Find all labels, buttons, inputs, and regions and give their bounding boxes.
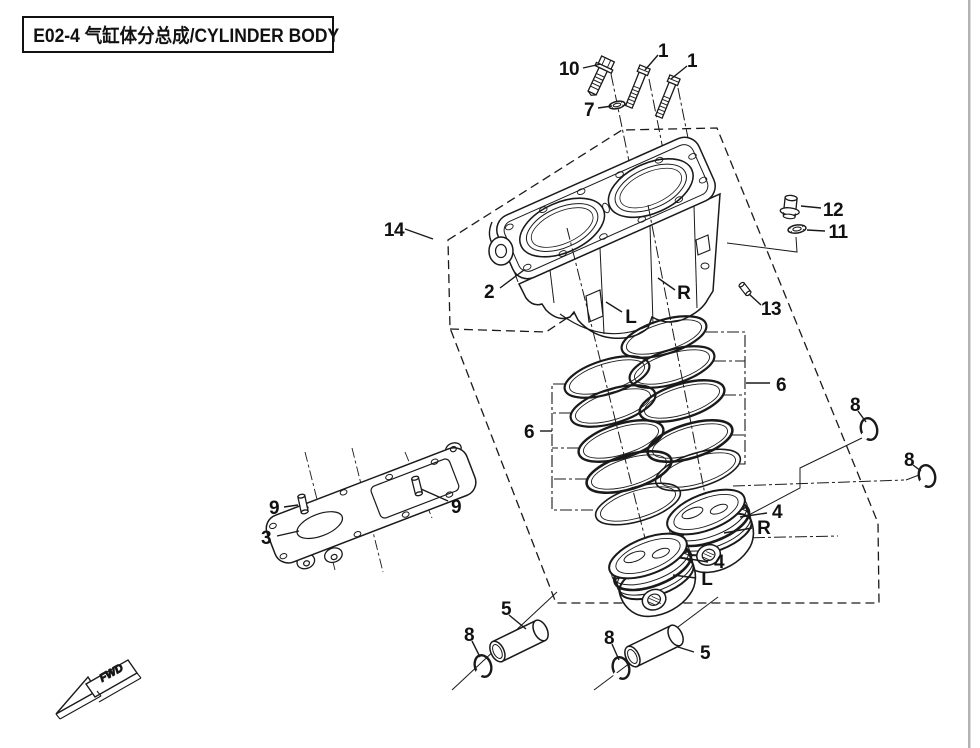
dowel-pin-right (410, 475, 424, 497)
callout-13: 13 (761, 299, 781, 320)
callout-3: 3 (261, 528, 271, 549)
window-edge (968, 0, 971, 748)
callout-9-left: 9 (269, 498, 279, 519)
callout-8-bottom-right: 8 (604, 628, 614, 649)
callout-6-right: 6 (776, 375, 786, 396)
pin-bore (641, 588, 667, 611)
callout-9-right: 9 (451, 497, 461, 518)
callout-7: 7 (584, 100, 594, 121)
bolt-1-right (654, 74, 681, 120)
callout-11: 11 (828, 222, 848, 243)
callout-4-right: 4 (772, 502, 783, 523)
cylinder-body-drawing (488, 136, 721, 340)
circlip-top-right (859, 416, 879, 442)
marker-r-cylinder: R (677, 283, 691, 304)
cylinder-axes (566, 204, 711, 567)
callout-10: 10 (559, 59, 579, 80)
wrist-pin-right (624, 624, 684, 668)
callout-14: 14 (384, 220, 405, 241)
washer-11 (787, 224, 807, 234)
dowel-pin-left (297, 493, 309, 515)
circlip-mid-right (917, 463, 937, 489)
callout-12: 12 (823, 200, 843, 221)
callout-8-top-right: 8 (850, 395, 860, 416)
cam-chain-boss (488, 236, 514, 266)
ring-group-brackets (551, 331, 746, 511)
piston-left (608, 532, 697, 618)
piston-rings (563, 315, 742, 526)
axis-lines-under (304, 73, 920, 691)
marker-l-cylinder: L (625, 307, 637, 328)
callout-1b: 1 (687, 51, 698, 72)
callout-1a: 1 (658, 41, 669, 62)
callout-6-left: 6 (524, 422, 534, 443)
wrist-pin-left (489, 619, 549, 663)
bolt-1-left (624, 64, 651, 110)
page-title: E02-4 气缸体分总成/CYLINDER BODY (33, 26, 340, 47)
dowel-13 (738, 281, 752, 297)
leader-lines (276, 54, 922, 661)
plug-12 (779, 194, 800, 220)
callout-4-left: 4 (714, 552, 725, 573)
bolt-10 (587, 55, 616, 96)
marker-r-piston: R (757, 518, 771, 539)
pin-bore (696, 543, 722, 566)
callout-5-right: 5 (700, 643, 711, 664)
washer-7 (608, 100, 626, 110)
callout-8-bottom-left: 8 (464, 625, 474, 646)
base-gasket-drawing (265, 442, 477, 570)
callout-5-left: 5 (501, 599, 512, 620)
circlip-bottom-left (473, 654, 493, 678)
marker-l-piston: L (701, 569, 713, 590)
callout-labels: 10 7 1 1 14 2 12 11 13 R L 6 6 8 8 4 R 4… (261, 41, 915, 664)
title-box: E02-4 气缸体分总成/CYLINDER BODY (22, 16, 339, 53)
callout-2: 2 (484, 282, 494, 303)
fwd-arrow: FWD (55, 659, 142, 720)
callout-8-mid-right: 8 (904, 450, 914, 471)
